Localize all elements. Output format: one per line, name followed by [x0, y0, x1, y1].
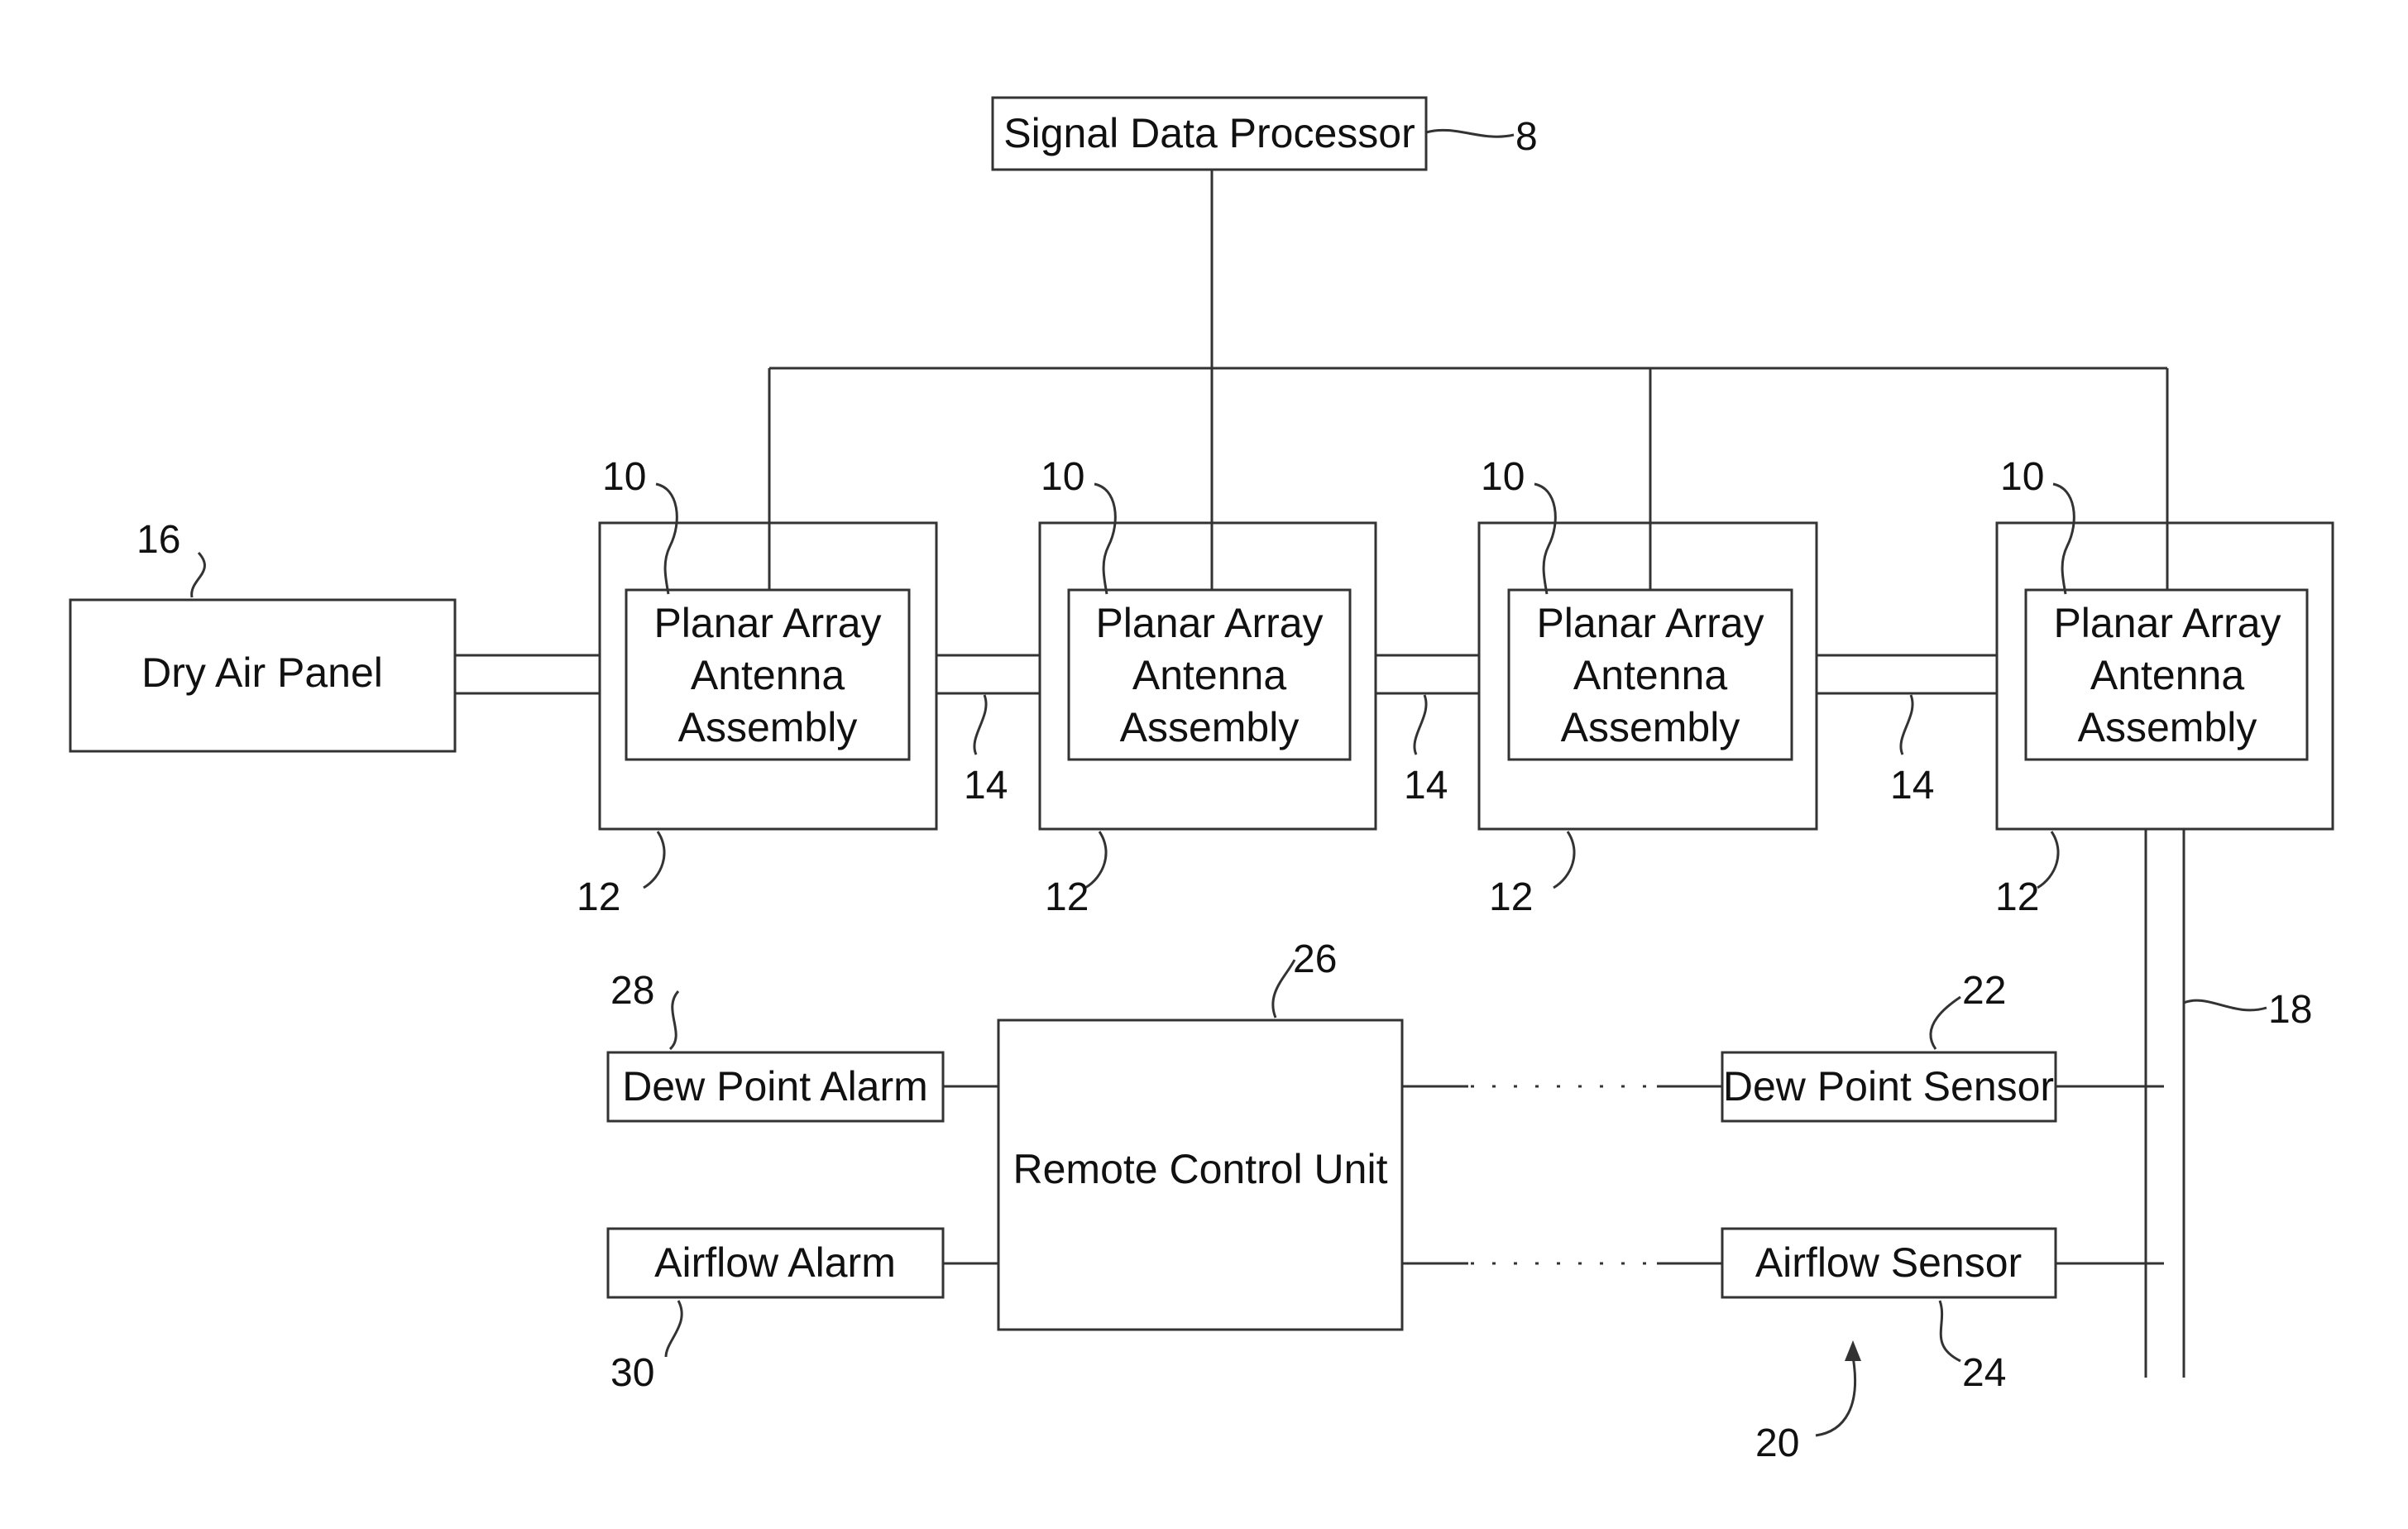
ref-14: 14: [1404, 764, 1448, 808]
remote-control-unit-block: Remote Control Unit: [998, 1020, 1402, 1330]
ref-12: 12: [1489, 875, 1533, 919]
ref-16: 16: [136, 518, 180, 562]
remote-control-unit-label: Remote Control Unit: [1013, 1146, 1388, 1192]
ref-24: 24: [1962, 1351, 2006, 1395]
ref-10: 10: [2000, 455, 2044, 499]
ref-18: 18: [2268, 988, 2312, 1032]
dew-point-alarm-block: Dew Point Alarm: [608, 1052, 943, 1121]
ref-12: 12: [1995, 875, 2039, 919]
antenna-label-line-3: Assembly: [2078, 704, 2257, 750]
ref-30: 30: [610, 1351, 654, 1395]
ref-8: 8: [1515, 115, 1538, 159]
antenna-label-line-1: Planar Array: [1095, 600, 1323, 646]
antenna-label-line-1: Planar Array: [653, 600, 881, 646]
signal-bus-wiring: [769, 170, 2167, 590]
antenna-label-line-3: Assembly: [678, 704, 858, 750]
antenna-enclosure-2: Planar Array Antenna Assembly: [1040, 523, 1376, 829]
airflow-alarm-block: Airflow Alarm: [608, 1229, 943, 1297]
system-indicator-arrow: [1816, 1340, 1861, 1436]
antenna-label-line-1: Planar Array: [2053, 600, 2281, 646]
sensing-manifold: [2146, 829, 2184, 1378]
signal-data-processor-block: Signal Data Processor: [993, 98, 1426, 170]
ref-14: 14: [964, 764, 1008, 808]
ref-12: 12: [1045, 875, 1089, 919]
antenna-label-line-2: Antenna: [1132, 652, 1286, 698]
ref-12: 12: [577, 875, 620, 919]
ref-22: 22: [1962, 969, 2006, 1013]
signal-data-processor-label: Signal Data Processor: [1003, 110, 1415, 156]
dew-point-sensor-label: Dew Point Sensor: [1723, 1063, 2054, 1110]
ref-26: 26: [1293, 937, 1337, 981]
ref-28: 28: [610, 969, 654, 1013]
ref-10: 10: [1041, 455, 1084, 499]
airflow-alarm-label: Airflow Alarm: [654, 1239, 896, 1286]
antenna-enclosure-4: Planar Array Antenna Assembly: [1997, 523, 2333, 829]
ref-14: 14: [1890, 764, 1934, 808]
airflow-sensor-block: Airflow Sensor: [1722, 1229, 2056, 1297]
antenna-enclosure-3: Planar Array Antenna Assembly: [1479, 523, 1817, 829]
ref-10: 10: [1481, 455, 1525, 499]
airflow-sensor-label: Airflow Sensor: [1755, 1239, 2022, 1286]
antenna-label-line-3: Assembly: [1561, 704, 1740, 750]
ref-20: 20: [1755, 1421, 1799, 1465]
dry-air-panel-block: Dry Air Panel: [70, 600, 455, 751]
dew-point-alarm-label: Dew Point Alarm: [622, 1063, 928, 1110]
antenna-label-line-3: Assembly: [1120, 704, 1300, 750]
antenna-label-line-2: Antenna: [1573, 652, 1727, 698]
ref-10: 10: [602, 455, 646, 499]
dry-air-panel-label: Dry Air Panel: [141, 649, 383, 696]
antenna-label-line-1: Planar Array: [1536, 600, 1764, 646]
antenna-label-line-2: Antenna: [2090, 652, 2244, 698]
antenna-label-line-2: Antenna: [691, 652, 845, 698]
dew-point-sensor-block: Dew Point Sensor: [1722, 1052, 2056, 1121]
